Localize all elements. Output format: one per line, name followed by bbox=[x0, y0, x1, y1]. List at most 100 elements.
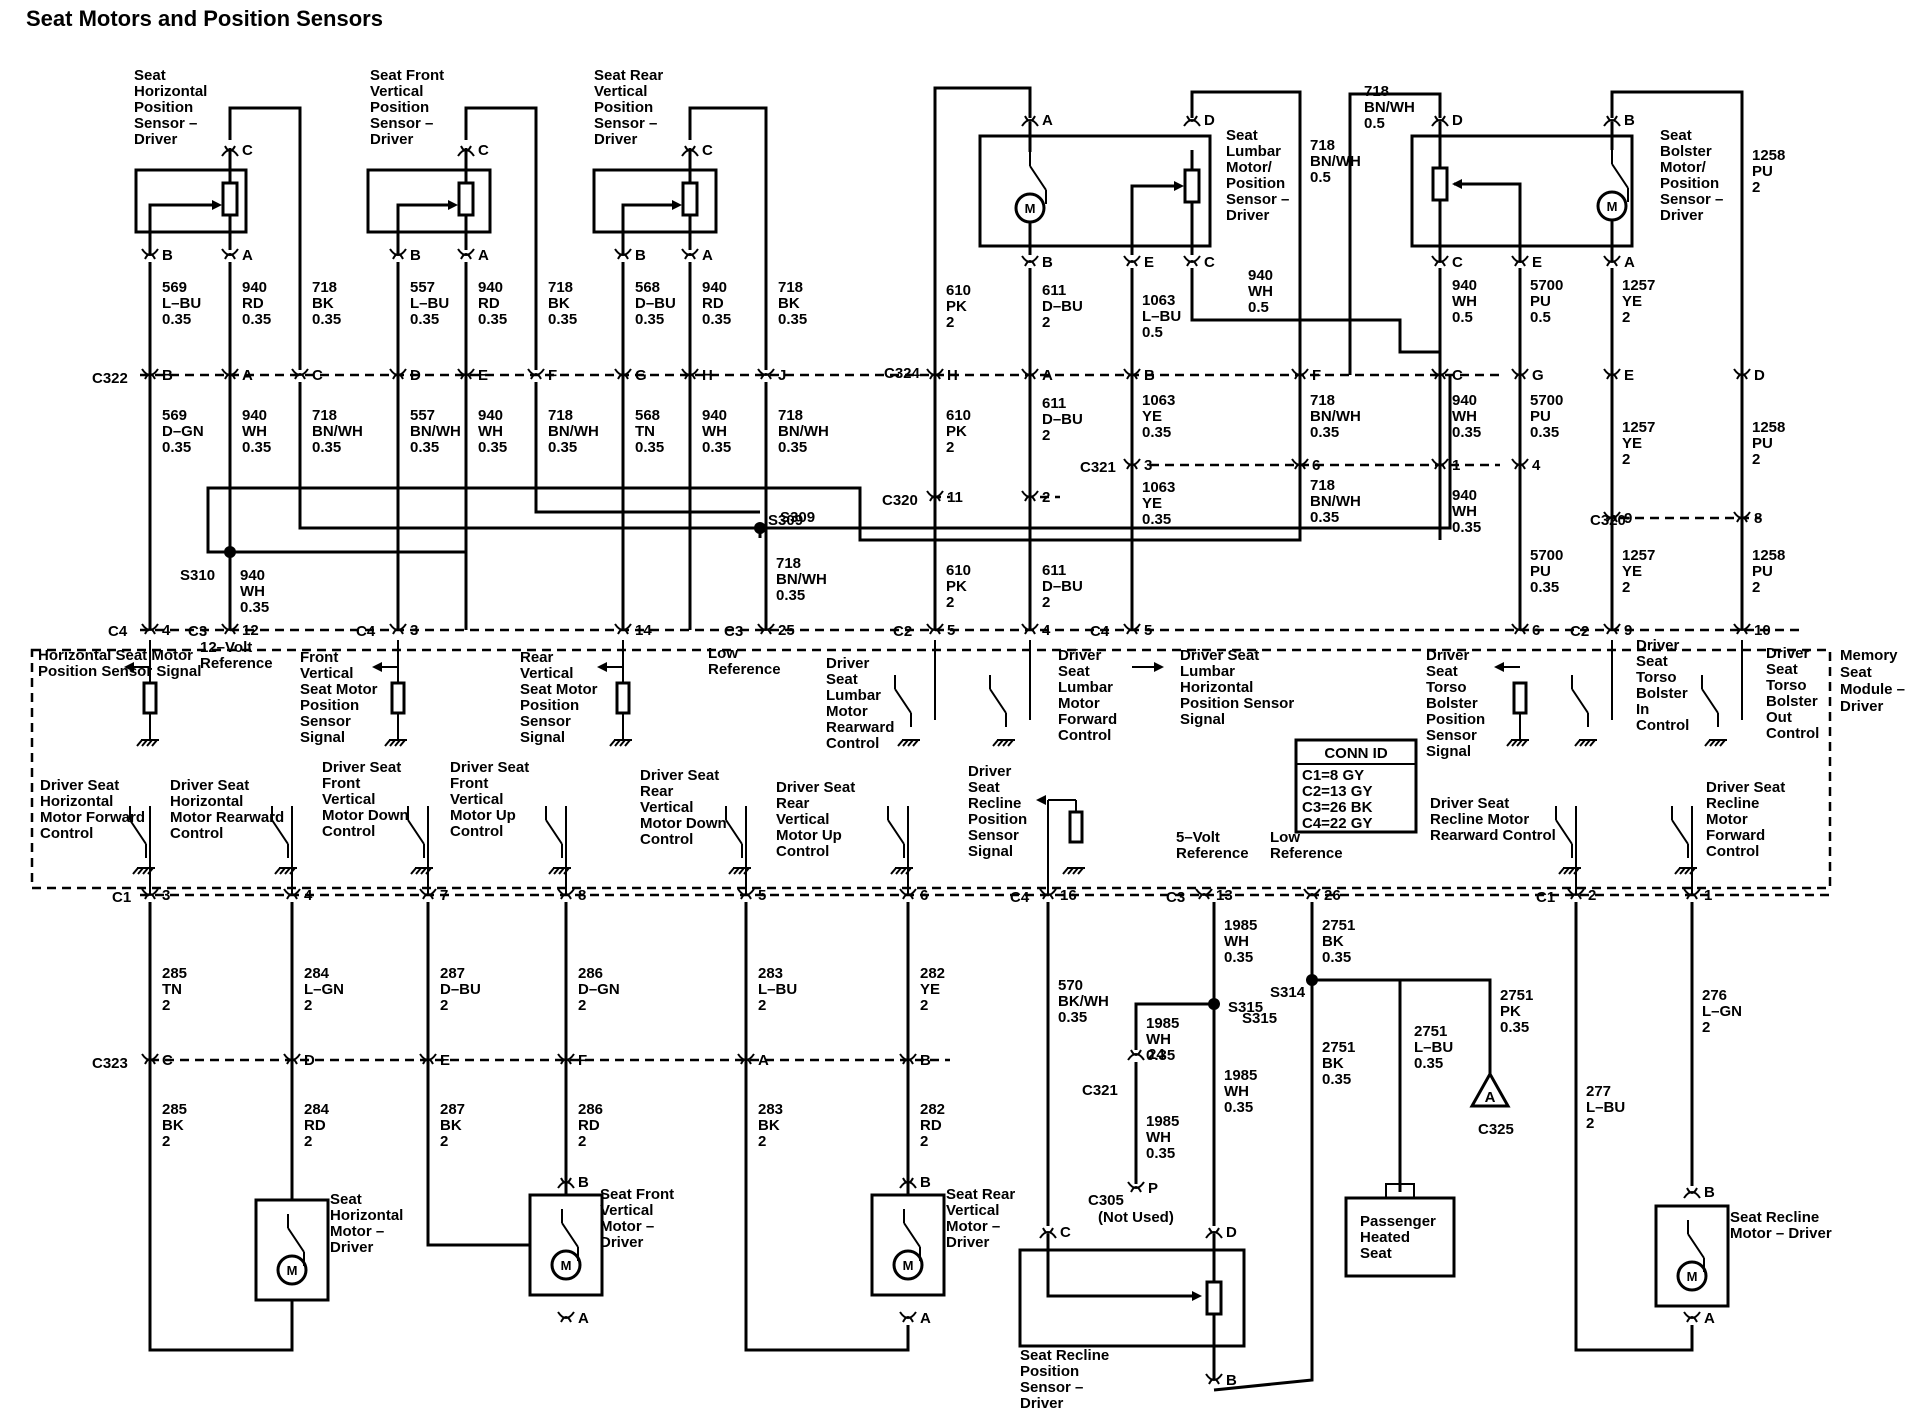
wire-label: L–GN bbox=[304, 981, 344, 998]
ground-icon bbox=[890, 867, 897, 875]
wire-label: 283 bbox=[758, 1101, 783, 1118]
wire-label: 0.35 bbox=[242, 439, 271, 456]
module-signal-label: Control bbox=[1636, 717, 1689, 734]
wire-label: BK bbox=[1322, 933, 1344, 950]
component-label: Heated bbox=[1360, 1229, 1410, 1246]
ground-icon bbox=[284, 867, 291, 875]
wire-label: BK bbox=[548, 295, 570, 312]
pin-label: B bbox=[162, 247, 173, 264]
terminal bbox=[224, 253, 236, 260]
pin-label: A bbox=[920, 1310, 931, 1327]
wire-label: 0.35 bbox=[312, 311, 341, 328]
pin-label: D bbox=[1204, 112, 1215, 129]
pin-label: A bbox=[1042, 367, 1053, 384]
pin-label: 14 bbox=[635, 622, 652, 639]
module-signal-label: Lumbar bbox=[1180, 663, 1235, 680]
module-signal-label: Control bbox=[776, 843, 829, 860]
module-signal-label: Signal bbox=[1426, 743, 1471, 760]
sensor-wire bbox=[148, 203, 216, 255]
component-label: Driver bbox=[594, 131, 638, 148]
wire-label: 0.35 bbox=[162, 439, 191, 456]
wire-label: TN bbox=[635, 423, 655, 440]
wire-label: 1985 bbox=[1146, 1015, 1179, 1032]
module-signal-label: Driver Seat bbox=[40, 777, 119, 794]
wire-label: PU bbox=[1530, 563, 1551, 580]
arrow-icon bbox=[1036, 795, 1046, 805]
module-signal-label: Position Sensor bbox=[1180, 695, 1294, 712]
wire-label: 0.35 bbox=[702, 311, 731, 328]
pin-label: 11 bbox=[947, 489, 963, 506]
wire-label: 2 bbox=[946, 439, 954, 456]
wire-label: 0.35 bbox=[1224, 1099, 1253, 1116]
bus-940 bbox=[230, 382, 468, 554]
wire-label: 0.5 bbox=[1530, 309, 1551, 326]
wire-label: WH bbox=[1146, 1031, 1171, 1048]
wire-label: WH bbox=[1146, 1129, 1171, 1146]
ground-icon bbox=[1714, 739, 1721, 747]
switch-icon bbox=[903, 1222, 921, 1248]
component-label: Horizontal bbox=[134, 83, 207, 100]
wire-label: D–GN bbox=[162, 423, 204, 440]
wire-label: 285 bbox=[162, 965, 187, 982]
connector-label: C3 bbox=[724, 623, 743, 640]
pin-label: 1 bbox=[1704, 887, 1712, 904]
module-signal-label: Motor Up bbox=[776, 827, 842, 844]
wire-label: 1258 bbox=[1752, 147, 1785, 164]
ground-icon bbox=[1506, 739, 1513, 747]
pin-label: E bbox=[440, 1052, 450, 1069]
terminal bbox=[1686, 893, 1698, 900]
wire-label: YE bbox=[1142, 408, 1162, 425]
connector-label: C323 bbox=[92, 1055, 128, 1072]
wire-label: 0.35 bbox=[635, 439, 664, 456]
wire-label: 2 bbox=[162, 997, 170, 1014]
wire-label: 0.35 bbox=[548, 311, 577, 328]
terminal bbox=[929, 373, 941, 380]
module-signal-label: Torso bbox=[1636, 669, 1677, 686]
terminal bbox=[1130, 1049, 1142, 1056]
terminal bbox=[144, 253, 156, 260]
wire-label: PU bbox=[1530, 293, 1551, 310]
terminal bbox=[1736, 628, 1748, 635]
wire-label: 0.35 bbox=[1146, 1145, 1175, 1162]
wire bbox=[744, 1200, 910, 1352]
pin-label: E bbox=[1532, 254, 1542, 271]
switch-icon bbox=[1671, 819, 1689, 845]
wire-label: 0.35 bbox=[702, 439, 731, 456]
connector-label: S315 bbox=[1228, 999, 1263, 1016]
wire-label: L–GN bbox=[1702, 1003, 1742, 1020]
module-signal-label: Motor Down bbox=[640, 815, 727, 832]
wire-label: 0.35 bbox=[410, 439, 439, 456]
pin-label: C bbox=[162, 1052, 173, 1069]
terminal bbox=[422, 893, 434, 900]
terminal bbox=[144, 628, 156, 635]
module-signal-label: Reference bbox=[1270, 845, 1343, 862]
terminal bbox=[1514, 373, 1526, 380]
terminal bbox=[1606, 260, 1618, 267]
terminal bbox=[1306, 893, 1318, 900]
connector-label: C4 bbox=[356, 623, 376, 640]
pin-label: 8 bbox=[578, 887, 586, 904]
pin-label: H bbox=[702, 367, 713, 384]
module-label: Module – bbox=[1840, 681, 1905, 698]
wire-label: 718 bbox=[1364, 83, 1389, 100]
ground-icon bbox=[1574, 739, 1581, 747]
ground-icon bbox=[1709, 739, 1716, 747]
wire-label: WH bbox=[240, 583, 265, 600]
pin-label: A bbox=[1624, 254, 1635, 271]
wire-label: 2751 bbox=[1500, 987, 1533, 1004]
connector-label: C321 bbox=[1082, 1082, 1118, 1099]
wire-label: 0.35 bbox=[1058, 1009, 1087, 1026]
module-label: Memory bbox=[1840, 647, 1898, 664]
resistor-icon bbox=[142, 681, 158, 715]
wire-label: L–BU bbox=[410, 295, 449, 312]
module-signal-label: Recline bbox=[968, 795, 1021, 812]
wire-label: BN/WH bbox=[410, 423, 461, 440]
conn-id-line: C3=26 BK bbox=[1302, 799, 1373, 816]
ground-icon bbox=[1077, 867, 1084, 875]
module-signal-label: Seat bbox=[968, 779, 1000, 796]
component-label: Driver bbox=[370, 131, 414, 148]
wire bbox=[1312, 978, 1492, 1074]
wire-label: L–BU bbox=[162, 295, 201, 312]
wire-label: 284 bbox=[304, 1101, 330, 1118]
conn-id-line: C2=13 GY bbox=[1302, 783, 1372, 800]
